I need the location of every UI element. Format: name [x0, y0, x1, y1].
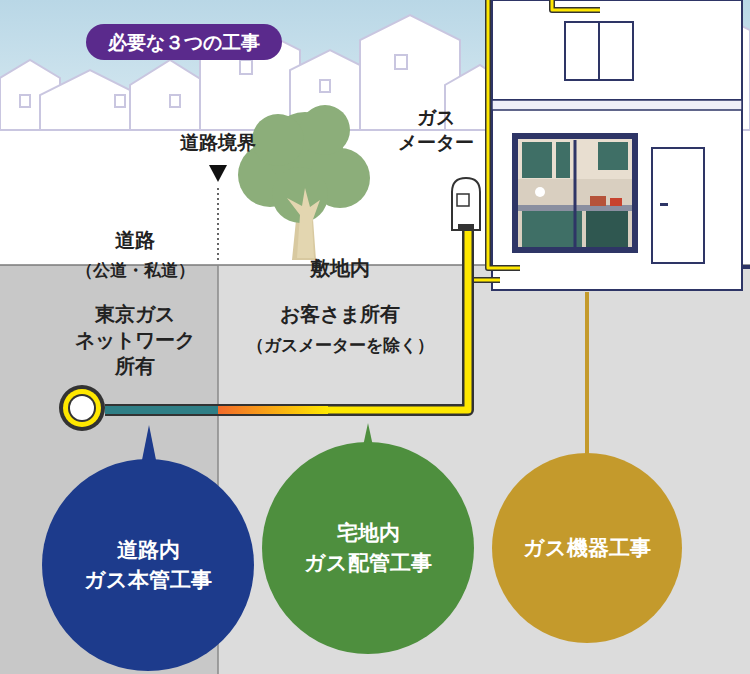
- work-circle: 宅地内 ガス配管工事: [262, 442, 474, 654]
- site-ground: [218, 265, 750, 674]
- house-gas-lines: [470, 0, 600, 280]
- work-name: ガス機器工事: [505, 533, 669, 563]
- diagram-label: 敷地内: [310, 255, 370, 281]
- diagram-label: 道路境界: [180, 130, 256, 155]
- title-badge: 必要な３つの工事: [86, 24, 282, 60]
- work-circle: 道路内 ガス本管工事: [42, 459, 254, 671]
- ground-air: [0, 110, 750, 270]
- boundary-marker: [209, 165, 227, 182]
- gas-meter: [452, 178, 480, 230]
- diagram-label: 道路: [115, 227, 155, 253]
- diagram-label: 東京ガス ネットワーク 所有: [60, 301, 210, 379]
- diagram-label: ガス メーター: [391, 105, 481, 154]
- kitchen-window: [512, 133, 638, 253]
- diagram-label: （ガスメーターを除く）: [247, 334, 434, 356]
- diagram-label: お客さま所有: [280, 301, 400, 327]
- gas-main: [59, 385, 105, 431]
- work-name: 道路内 ガス本管工事: [42, 535, 254, 596]
- diagram-label: （公道・私道）: [76, 259, 195, 281]
- tree: [238, 105, 370, 260]
- boundary-dots: [217, 188, 219, 263]
- work-name: 宅地内 ガス配管工事: [262, 518, 474, 579]
- house: [492, 0, 750, 290]
- work-circle: ガス機器工事: [492, 453, 682, 643]
